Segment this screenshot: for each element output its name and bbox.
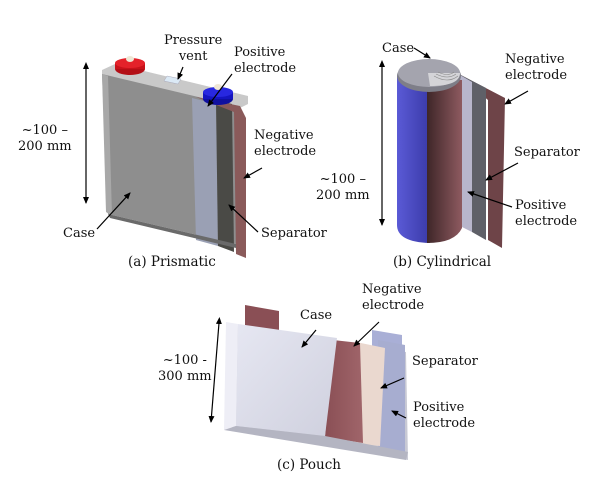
- arrow-prismatic-negative: [243, 167, 263, 179]
- label-line: Negative: [254, 128, 314, 143]
- prismatic-negative-electrode: [196, 97, 246, 258]
- arrow-pouch-negative: [353, 321, 380, 347]
- caption-pouch: (c) Pouch: [277, 457, 341, 473]
- prismatic-cell: [102, 56, 248, 258]
- pouch-dimension-arrow: [208, 317, 222, 423]
- cyl-blue-body: [397, 76, 430, 243]
- label-line: ~100 -: [162, 353, 207, 368]
- arrow-cyl-separator: [485, 162, 519, 181]
- pouch-case-edge: [224, 322, 238, 430]
- caption-prismatic: (a) Prismatic: [128, 254, 216, 270]
- label-prismatic-positive-electrode: Positive electrode: [234, 45, 296, 77]
- pressure-vent: [163, 75, 182, 85]
- label-pouch-positive-electrode: Positive electrode: [413, 400, 475, 432]
- arrow-cyl-case: [413, 47, 431, 59]
- label-line: ~100 –: [319, 172, 366, 187]
- arrow-cyl-negative: [504, 90, 529, 105]
- red-terminal-top: [115, 58, 145, 68]
- cyl-negative-electrode: [455, 72, 505, 248]
- label-line: vent: [178, 49, 208, 64]
- label-line: 200 mm: [18, 139, 72, 154]
- label-pouch-separator: Separator: [412, 354, 478, 370]
- label-line: Pressure: [164, 33, 223, 48]
- label-cyl-dimension: ~100 – 200 mm: [316, 172, 370, 204]
- pouch-negative-tab: [245, 305, 279, 332]
- cyl-brown-body: [427, 78, 462, 243]
- label-line: Case: [300, 308, 333, 323]
- cyl-spiral-lines: [433, 71, 459, 81]
- prismatic-case-side: [102, 74, 112, 216]
- arrow-cyl-positive: [467, 191, 513, 208]
- label-line: Negative: [362, 282, 422, 297]
- pouch-cell: [224, 305, 408, 460]
- label-line: Negative: [505, 52, 565, 67]
- label-pouch-case: Case: [300, 308, 332, 324]
- label-prismatic-dimension: ~100 – 200 mm: [18, 123, 72, 155]
- arrow-pouch-separator: [380, 377, 405, 389]
- label-cyl-case: Case: [382, 41, 414, 57]
- label-line: 200 mm: [316, 188, 370, 203]
- label-line: electrode: [515, 214, 578, 229]
- label-line: electrode: [254, 144, 317, 159]
- label-line: Separator: [261, 226, 327, 241]
- label-line: electrode: [505, 68, 568, 83]
- arrow-pouch-case: [301, 329, 317, 348]
- prismatic-bottom-shadow: [108, 214, 236, 248]
- arrow-pouch-positive: [391, 410, 407, 419]
- label-pouch-negative-electrode: Negative electrode: [362, 282, 424, 314]
- cylindrical-cell: [397, 59, 505, 248]
- pouch-bottom-edge: [224, 426, 408, 460]
- label-line: Positive: [515, 198, 567, 213]
- label-line: Positive: [413, 400, 465, 415]
- prismatic-separator: [216, 100, 234, 252]
- caption-cylindrical: (b) Cylindrical: [393, 254, 492, 270]
- label-line: Positive: [234, 45, 286, 60]
- label-pouch-dimension: ~100 - 300 mm: [158, 353, 212, 385]
- label-line: 300 mm: [158, 369, 212, 384]
- label-cyl-separator: Separator: [514, 145, 580, 161]
- blue-terminal-post: [214, 84, 222, 90]
- label-line: Separator: [514, 145, 580, 160]
- pouch-case-front: [236, 324, 337, 436]
- label-line: Separator: [412, 354, 478, 369]
- pouch-positive-electrode: [378, 340, 405, 452]
- arrow-prismatic-separator: [228, 204, 259, 233]
- label-cyl-positive-electrode: Positive electrode: [515, 198, 577, 230]
- red-terminal-post: [126, 56, 134, 62]
- prismatic-positive-electrode: [192, 98, 218, 246]
- label-line: Case: [63, 226, 96, 241]
- arrow-prismatic-positive: [207, 73, 233, 107]
- label-prismatic-case: Case: [63, 226, 95, 242]
- label-line: electrode: [413, 416, 476, 431]
- label-line: electrode: [234, 61, 297, 76]
- arrow-prismatic-case: [96, 192, 131, 230]
- label-line: ~100 –: [21, 123, 68, 138]
- label-cyl-negative-electrode: Negative electrode: [505, 52, 567, 84]
- arrow-prismatic-vent: [177, 66, 184, 80]
- label-line: Case: [382, 41, 415, 56]
- label-line: electrode: [362, 298, 425, 313]
- label-pressure-vent: Pressure vent: [164, 33, 222, 65]
- label-prismatic-separator: Separator: [261, 226, 327, 242]
- pouch-negative-electrode: [325, 340, 363, 443]
- label-prismatic-negative-electrode: Negative electrode: [254, 128, 316, 160]
